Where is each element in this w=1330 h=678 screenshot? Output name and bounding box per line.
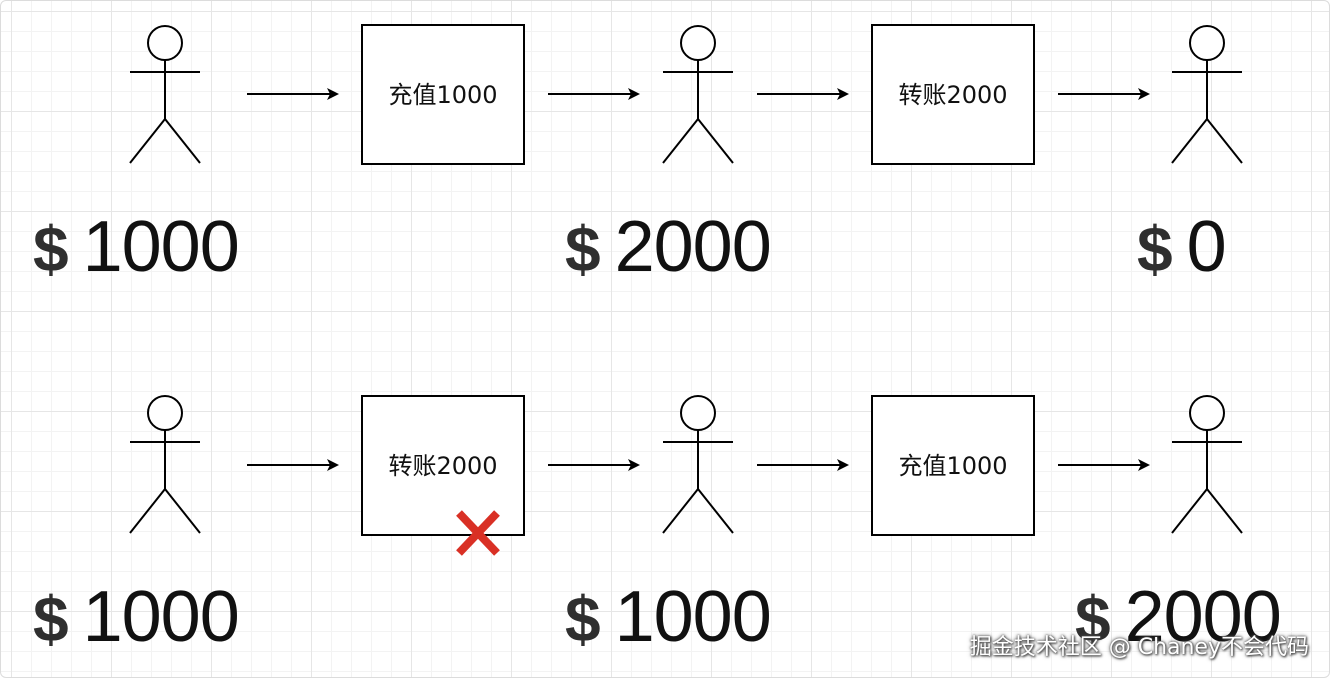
- stick-figure-user-6: [1171, 395, 1243, 534]
- balance-amount: 2000: [614, 207, 772, 287]
- balance-amount: 1000: [82, 207, 240, 287]
- step-box-3-label: 转账2000: [388, 452, 498, 480]
- balance-row1-mid: $2000: [565, 211, 772, 285]
- balance-row1-start: $1000: [33, 211, 240, 285]
- balance-amount: 1000: [82, 577, 240, 657]
- balance-amount: 2000: [1124, 577, 1282, 657]
- step-box-1-label: 充值1000: [388, 81, 498, 109]
- step-box-4-label: 充值1000: [898, 452, 1008, 480]
- stick-figure-user-1: [129, 25, 201, 164]
- balance-row2-start: $1000: [33, 581, 240, 655]
- stick-figure-user-2: [662, 25, 734, 164]
- step-box-1: [361, 24, 525, 165]
- balance-row2-end: $2000: [1075, 581, 1282, 655]
- step-box-4: [871, 395, 1035, 536]
- stick-figure-user-5: [662, 395, 734, 534]
- stick-figure-user-4: [129, 395, 201, 534]
- dollar-icon: $: [565, 583, 601, 655]
- watermark: 掘金技术社区 @ Chaney不会代码: [969, 635, 1309, 660]
- step-box-2: [871, 24, 1035, 165]
- dollar-icon: $: [33, 213, 69, 285]
- balance-row1-end: $0: [1137, 211, 1227, 285]
- dollar-icon: $: [565, 213, 601, 285]
- dollar-icon: $: [1137, 213, 1173, 285]
- step-box-3: [361, 395, 525, 536]
- balance-amount: 0: [1186, 207, 1227, 287]
- x-mark-icon: [456, 510, 500, 556]
- step-box-2-label: 转账2000: [898, 81, 1008, 109]
- balance-amount: 1000: [614, 577, 772, 657]
- dollar-icon: $: [1075, 583, 1111, 655]
- dollar-icon: $: [33, 583, 69, 655]
- stick-figure-user-3: [1171, 25, 1243, 164]
- balance-row2-mid: $1000: [565, 581, 772, 655]
